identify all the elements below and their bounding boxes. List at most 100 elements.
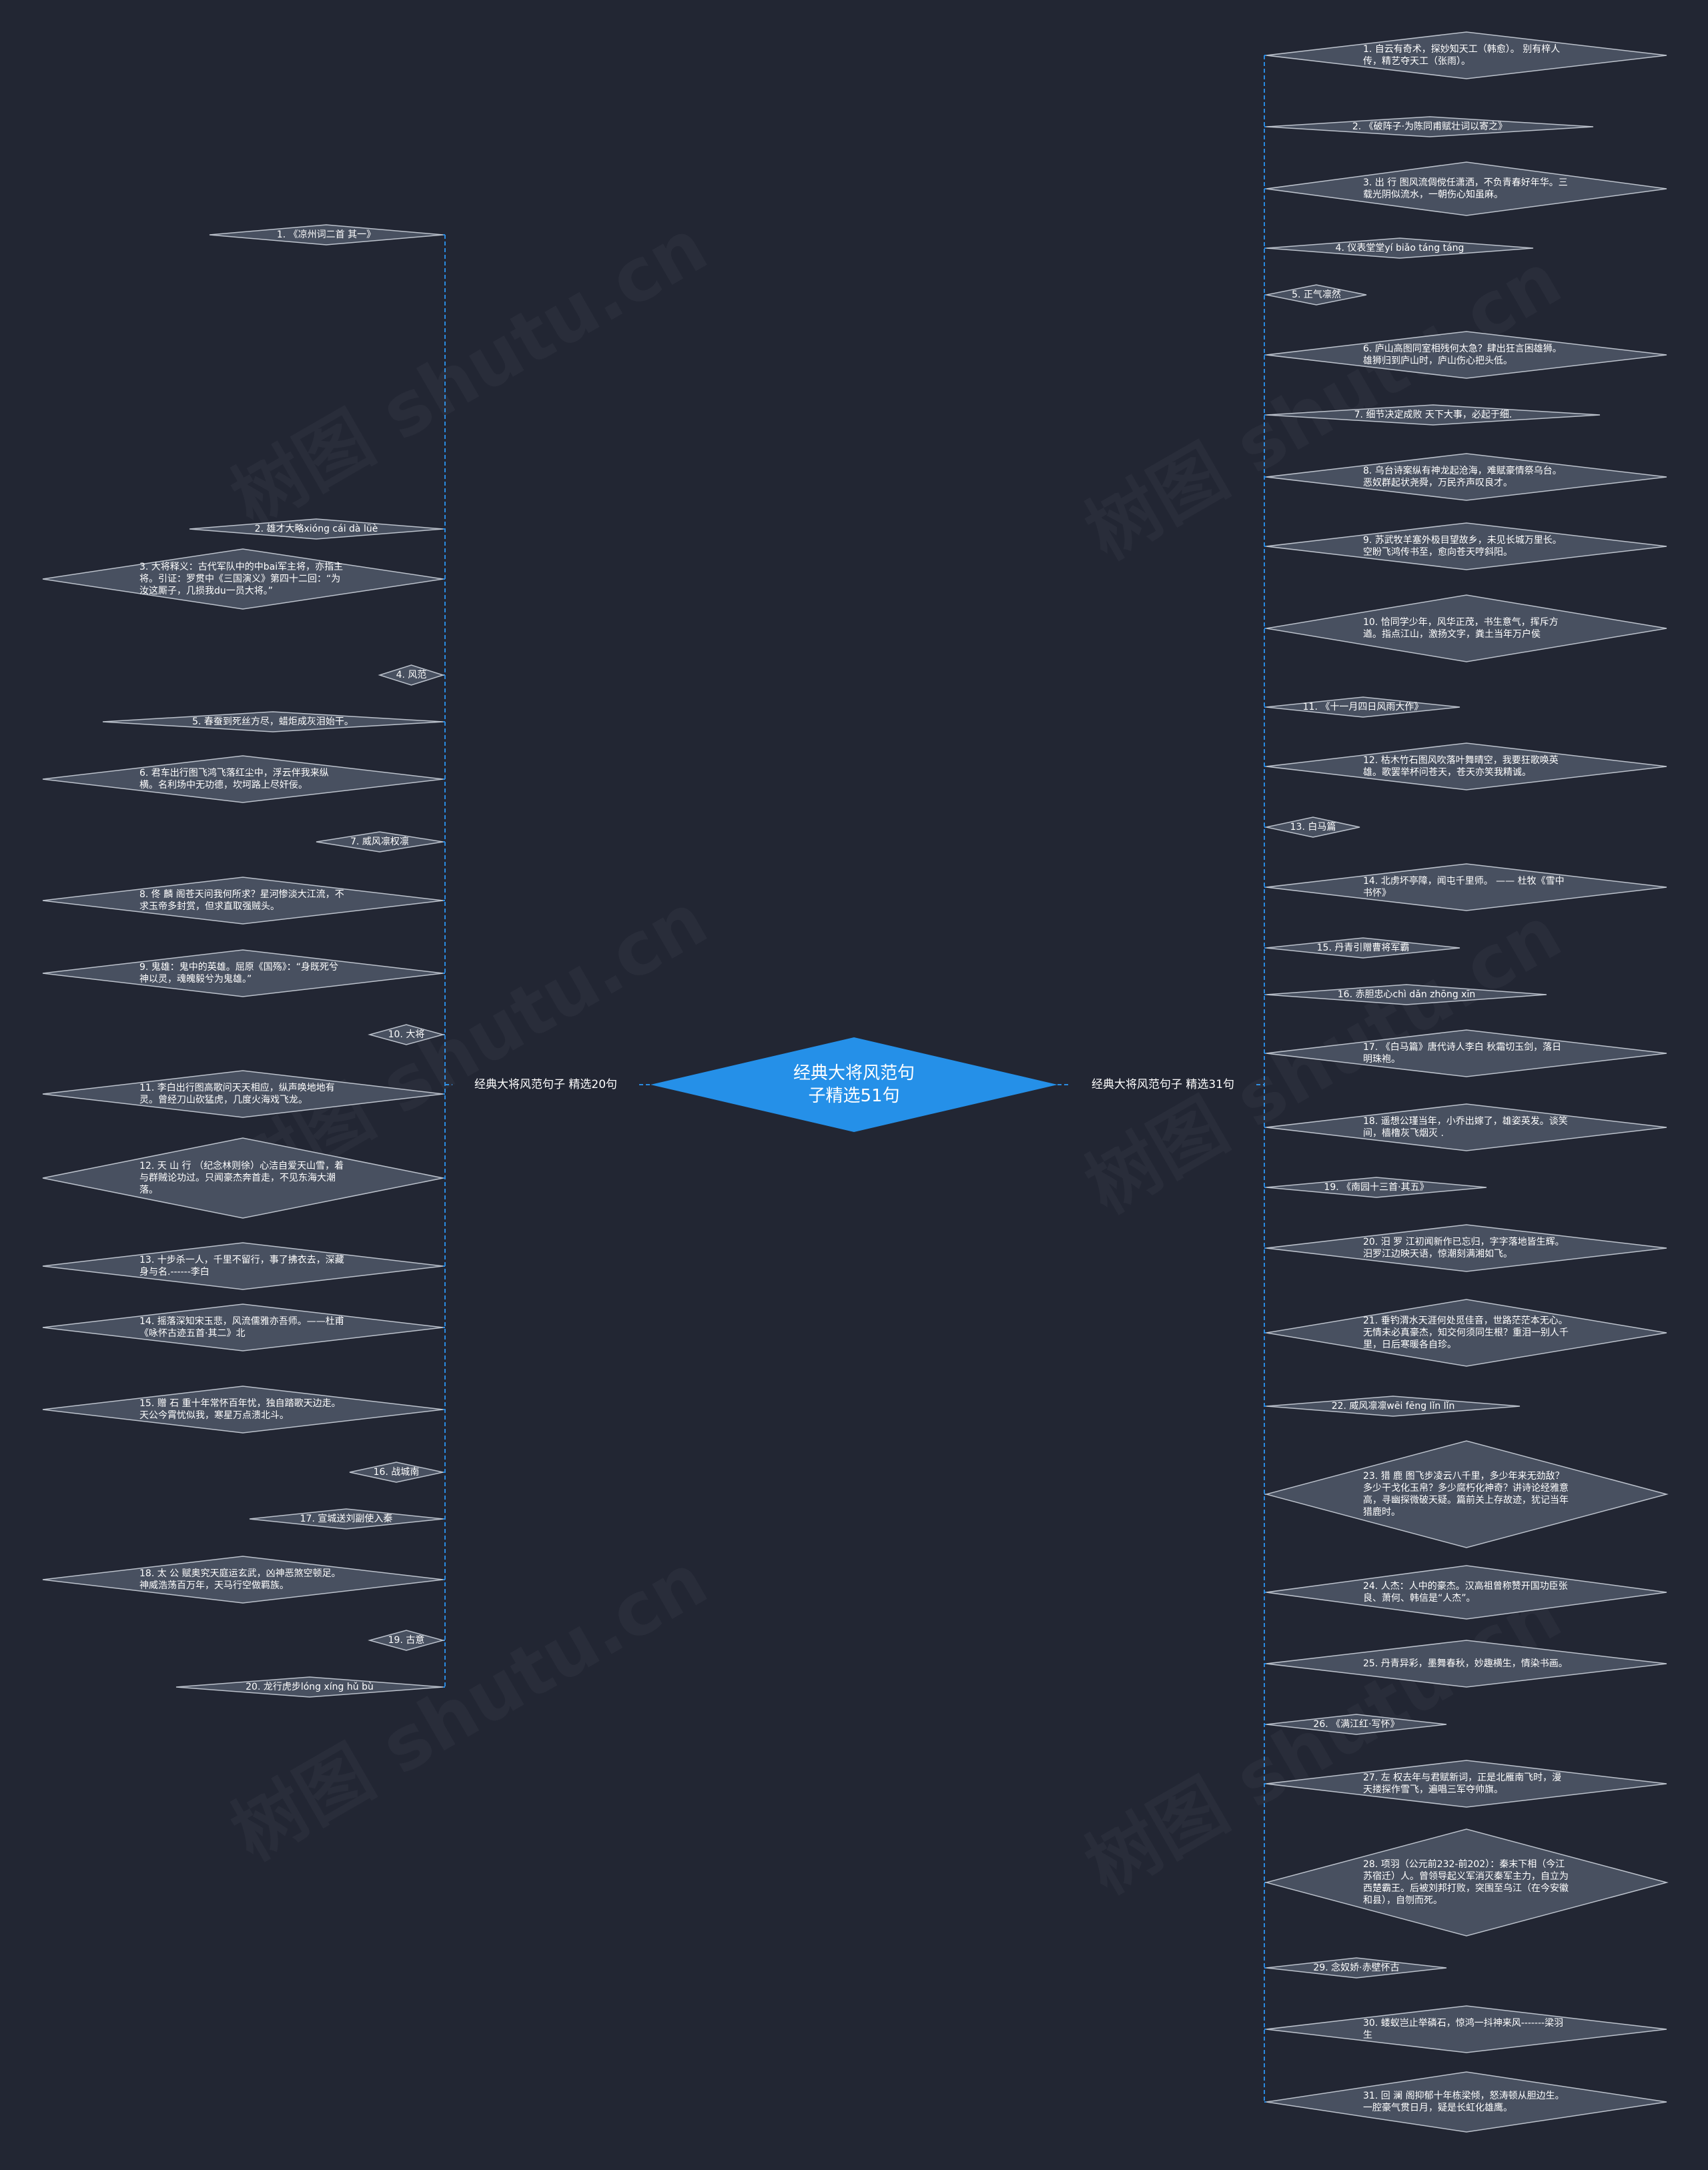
right-leaf-label: 14. 北虏坏亭障，闻屯千里师。 —— 杜牧《雪中书怀》 xyxy=(1363,876,1565,899)
right-leaf-label: 13. 白马篇 xyxy=(1290,822,1336,833)
left-leaf-label: 16. 战城南 xyxy=(373,1467,420,1478)
right-leaf-node[interactable]: 13. 白马篇 xyxy=(1266,817,1360,838)
right-branch-topic[interactable]: 经典大将风范句子 精选31句 xyxy=(1070,1071,1256,1098)
right-leaf-node[interactable]: 8. 乌台诗案纵有神龙起沧海，难赋豪情祭乌台。恶奴群起状尧舜，万民齐声叹良才。 xyxy=(1266,453,1667,501)
leaf-diamond-shape xyxy=(1266,284,1367,306)
left-leaf-node[interactable]: 6. 君车出行图飞鸿飞落红尘中，浮云伴我来纵横。名利场中无功德，坎坷路上尽奸佞。 xyxy=(42,755,444,803)
leaf-diamond-shape xyxy=(1266,696,1460,718)
right-leaf-label: 27. 左 权去年与君赋新词，正是北雁南飞时，漫天搂探作雪飞，遍唱三军夺帅旗。 xyxy=(1363,1772,1562,1795)
right-leaf-node[interactable]: 29. 念奴娇·赤壁怀古 xyxy=(1266,1957,1447,1979)
right-leaf-label: 23. 猎 鹿 图飞步凌云八千里，多少年来无劲敌？多少干戈化玉帛？多少腐朽化神奇… xyxy=(1363,1471,1569,1518)
right-leaf-node[interactable]: 2. 《破阵子·为陈同甫赋壮词以寄之》 xyxy=(1266,116,1594,137)
leaf-diamond-shape xyxy=(1266,937,1460,959)
left-leaf-node[interactable]: 10. 大将 xyxy=(368,1024,445,1045)
right-leaf-node[interactable]: 1. 自云有奇术，探妙知天工（韩愈）。 别有梓人传，精艺夺天工（张雨）。 xyxy=(1266,31,1667,79)
left-leaf-node[interactable]: 17. 宣城送刘副使入秦 xyxy=(249,1508,444,1530)
right-leaf-node[interactable]: 19. 《南园十三首·其五》 xyxy=(1266,1177,1487,1198)
left-leaf-node[interactable]: 8. 佟 麟 阁苍天问我何所求？星河惨淡大江流，不求玉帝多封赏，但求直取强贼头。 xyxy=(42,877,444,925)
root-topic[interactable]: 经典大将风范句子精选51句 xyxy=(651,1037,1057,1132)
right-leaf-label: 26. 《满江红·写怀》 xyxy=(1313,1719,1400,1730)
left-leaf-node[interactable]: 18. 太 公 赋奥究天庭运玄武，凶神恶煞空顿足。神威浩荡百万年，天马行空做羁族… xyxy=(42,1556,444,1604)
right-leaf-node[interactable]: 5. 正气凛然 xyxy=(1266,284,1367,306)
right-leaf-label: 31. 回 澜 阁抑郁十年栋梁倾，怒涛顿从胆边生。一腔豪气贯日月，疑是长虹化雄鹰… xyxy=(1363,2091,1565,2113)
left-leaf-node[interactable]: 11. 李白出行图高歌问天天相应，纵声唤地地有灵。曾经刀山砍猛虎，几度火海戏飞龙… xyxy=(42,1070,444,1118)
right-leaf-node[interactable]: 31. 回 澜 阁抑郁十年栋梁倾，怒涛顿从胆边生。一腔豪气贯日月，疑是长虹化雄鹰… xyxy=(1266,2071,1667,2133)
leaf-diamond-shape xyxy=(42,949,444,997)
right-leaf-node[interactable]: 20. 汨 罗 江初闻新作已忘归，字字落地皆生辉。汨罗江边映天语，惊潮刻满湘如飞… xyxy=(1266,1224,1667,1272)
right-leaf-node[interactable]: 7. 细节决定成败 天下大事，必起于细. xyxy=(1266,404,1601,426)
right-leaf-label: 1. 自云有奇术，探妙知天工（韩愈）。 别有梓人传，精艺夺天工（张雨）。 xyxy=(1363,44,1561,67)
right-leaf-node[interactable]: 3. 出 行 图风流倜傥任潇洒，不负青春好年华。三载光阴似流水，一朝伤心知虽麻。 xyxy=(1266,161,1667,216)
left-leaf-label: 17. 宣城送刘副使入秦 xyxy=(300,1514,393,1524)
leaf-diamond-shape xyxy=(42,1137,444,1219)
left-leaf-label: 19. 古意 xyxy=(388,1635,425,1646)
leaf-diamond-shape xyxy=(1266,1957,1447,1979)
right-leaf-node[interactable]: 16. 赤胆忠心chì dǎn zhōng xīn xyxy=(1266,984,1547,1005)
left-leaf-node[interactable]: 12. 天 山 行 （纪念林则徐）心洁自爱天山雪，着与群贼论功过。只闻豪杰奔首走… xyxy=(42,1137,444,1219)
left-leaf-node[interactable]: 3. 大将释义：古代军队中的中bai军主将，亦指主将。引证：罗贯中《三国演义》第… xyxy=(42,548,444,610)
right-leaf-label: 6. 庐山高图同室相残何太急？肆出狂言困雄狮。雄狮归到庐山时，庐山伤心把头低。 xyxy=(1363,344,1562,366)
leaf-diamond-shape xyxy=(1266,161,1667,216)
left-leaf-node[interactable]: 19. 古意 xyxy=(368,1630,445,1651)
left-leaf-node[interactable]: 16. 战城南 xyxy=(349,1462,444,1483)
right-leaf-node[interactable]: 28. 项羽（公元前232-前202）：秦末下相（今江苏宿迁）人。曾领导起义军消… xyxy=(1264,1828,1669,1937)
right-leaf-node[interactable]: 25. 丹青异彩，墨舞春秋，妙趣横生，情染书画。 xyxy=(1266,1640,1667,1688)
left-leaf-node[interactable]: 1. 《凉州词二首 其一》 xyxy=(209,224,444,245)
leaf-diamond-shape xyxy=(1266,331,1667,379)
leaf-diamond-shape xyxy=(42,548,444,610)
leaf-diamond-shape xyxy=(1266,237,1534,259)
right-leaf-node[interactable]: 17. 《白马篇》唐代诗人李白 秋霜切玉剑，落日明珠袍。 xyxy=(1266,1029,1667,1077)
leaf-diamond-shape xyxy=(1266,404,1601,426)
right-leaf-label: 21. 垂钓渭水天涯何处觅佳音，世路茫茫本无心。无情未必真豪杰，知交何须同生根？… xyxy=(1363,1315,1569,1350)
leaf-diamond-shape xyxy=(42,1303,444,1351)
right-leaf-node[interactable]: 22. 威风凛凛wēi fēng lǐn lǐn xyxy=(1266,1396,1521,1417)
right-leaf-node[interactable]: 30. 蝼蚁岂止举磷石，惊鸿一抖神来风-------梁羽生 xyxy=(1266,2005,1667,2053)
right-leaf-node[interactable]: 11. 《十一月四日风雨大作》 xyxy=(1266,696,1460,718)
right-leaf-label: 29. 念奴娇·赤壁怀古 xyxy=(1313,1963,1400,1973)
leaf-diamond-shape xyxy=(1266,2071,1667,2133)
right-leaf-node[interactable]: 24. 人杰：人中的豪杰。汉高祖曾称赞开国功臣张良、萧何、韩信是“人杰”。 xyxy=(1266,1565,1667,1620)
left-leaf-node[interactable]: 13. 十步杀一人，千里不留行，事了拂衣去，深藏身与名.------李白 xyxy=(42,1242,444,1290)
right-leaf-node[interactable]: 15. 丹青引赠曹将军霸 xyxy=(1266,937,1460,959)
right-leaf-node[interactable]: 21. 垂钓渭水天涯何处觅佳音，世路茫茫本无心。无情未必真豪杰，知交何须同生根？… xyxy=(1266,1299,1667,1367)
left-leaf-node[interactable]: 20. 龙行虎步lóng xíng hǔ bù xyxy=(175,1676,444,1698)
right-leaf-node[interactable]: 12. 枯木竹石图风吹落叶舞晴空，我要狂歌唤英雄。歌罢举杯问苍天，苍天亦笑我精诚… xyxy=(1266,742,1667,790)
left-leaf-label: 12. 天 山 行 （纪念林则徐）心洁自爱天山雪，着与群贼论功过。只闻豪杰奔首走… xyxy=(139,1161,344,1195)
left-leaf-node[interactable]: 4. 风范 xyxy=(378,664,445,686)
leaf-diamond-shape xyxy=(42,1556,444,1604)
leaf-diamond-shape xyxy=(349,1462,444,1483)
right-leaf-node[interactable]: 6. 庐山高图同室相残何太急？肆出狂言困雄狮。雄狮归到庐山时，庐山伤心把头低。 xyxy=(1266,331,1667,379)
right-leaf-node[interactable]: 4. 仪表堂堂yí biǎo táng táng xyxy=(1266,237,1534,259)
left-branch-topic[interactable]: 经典大将风范句子 精选20句 xyxy=(452,1071,639,1098)
right-leaf-node[interactable]: 14. 北虏坏亭障，闻屯千里师。 —— 杜牧《雪中书怀》 xyxy=(1266,863,1667,911)
leaf-diamond-shape xyxy=(42,1386,444,1434)
left-leaf-node[interactable]: 15. 赠 石 重十年常怀百年忧，独自踏歌天边走。天公今霄忧似我，寒星万点溃北斗… xyxy=(42,1386,444,1434)
right-leaf-label: 12. 枯木竹石图风吹落叶舞晴空，我要狂歌唤英雄。歌罢举杯问苍天，苍天亦笑我精诚… xyxy=(1363,755,1559,778)
right-leaf-node[interactable]: 27. 左 权去年与君赋新词，正是北雁南飞时，漫天搂探作雪飞，遍唱三军夺帅旗。 xyxy=(1266,1760,1667,1808)
left-leaf-node[interactable]: 5. 春蚕到死丝方尽，蜡炬成灰泪始干。 xyxy=(102,711,444,732)
left-leaf-label: 5. 春蚕到死丝方尽，蜡炬成灰泪始干。 xyxy=(192,716,354,727)
right-leaf-node[interactable]: 9. 苏武牧羊塞外极目望故乡，未见长城万里长。空盼飞鸿传书至，愈向苍天哼斜阳。 xyxy=(1266,522,1667,570)
leaf-diamond-shape xyxy=(1266,742,1667,790)
left-leaf-node[interactable]: 2. 雄才大略xióng cái dà lüè xyxy=(189,518,444,540)
left-leaf-node[interactable]: 14. 摇落深知宋玉悲，风流儒雅亦吾师。——杜甫《咏怀古迹五首·其二》北 xyxy=(42,1303,444,1351)
left-leaf-node[interactable]: 7. 威风凛权凛 xyxy=(316,831,444,853)
left-leaf-label: 7. 威风凛权凛 xyxy=(350,837,409,847)
right-leaf-node[interactable]: 10. 恰同学少年，风华正茂，书生意气，挥斥方遒。指点江山，激扬文字，粪土当年万… xyxy=(1266,594,1667,662)
leaf-diamond-shape xyxy=(1266,594,1667,662)
right-leaf-node[interactable]: 26. 《满江红·写怀》 xyxy=(1266,1714,1447,1735)
leaf-diamond-shape xyxy=(316,831,444,853)
leaf-diamond-shape xyxy=(1266,817,1360,838)
left-leaf-label: 2. 雄才大略xióng cái dà lüè xyxy=(254,524,378,534)
leaf-diamond-shape xyxy=(1264,1828,1669,1937)
right-leaf-label: 9. 苏武牧羊塞外极目望故乡，未见长城万里长。空盼飞鸿传书至，愈向苍天哼斜阳。 xyxy=(1363,535,1562,558)
leaf-diamond-shape xyxy=(1266,1714,1447,1735)
left-leaf-label: 10. 大将 xyxy=(388,1029,425,1040)
leaf-diamond-shape xyxy=(249,1508,444,1530)
right-leaf-node[interactable]: 23. 猎 鹿 图飞步凌云八千里，多少年来无劲敌？多少干戈化玉帛？多少腐朽化神奇… xyxy=(1264,1440,1669,1548)
right-leaf-node[interactable]: 18. 遥想公瑾当年，小乔出嫁了，雄姿英发。谈笑间，樯橹灰飞烟灭 . xyxy=(1266,1103,1667,1151)
left-leaf-node[interactable]: 9. 鬼雄：鬼中的英雄。屈原《国殇》：“身既死兮神以灵，魂魄毅兮为鬼雄。” xyxy=(42,949,444,997)
right-leaf-label: 10. 恰同学少年，风华正茂，书生意气，挥斥方遒。指点江山，激扬文字，粪土当年万… xyxy=(1363,617,1559,640)
